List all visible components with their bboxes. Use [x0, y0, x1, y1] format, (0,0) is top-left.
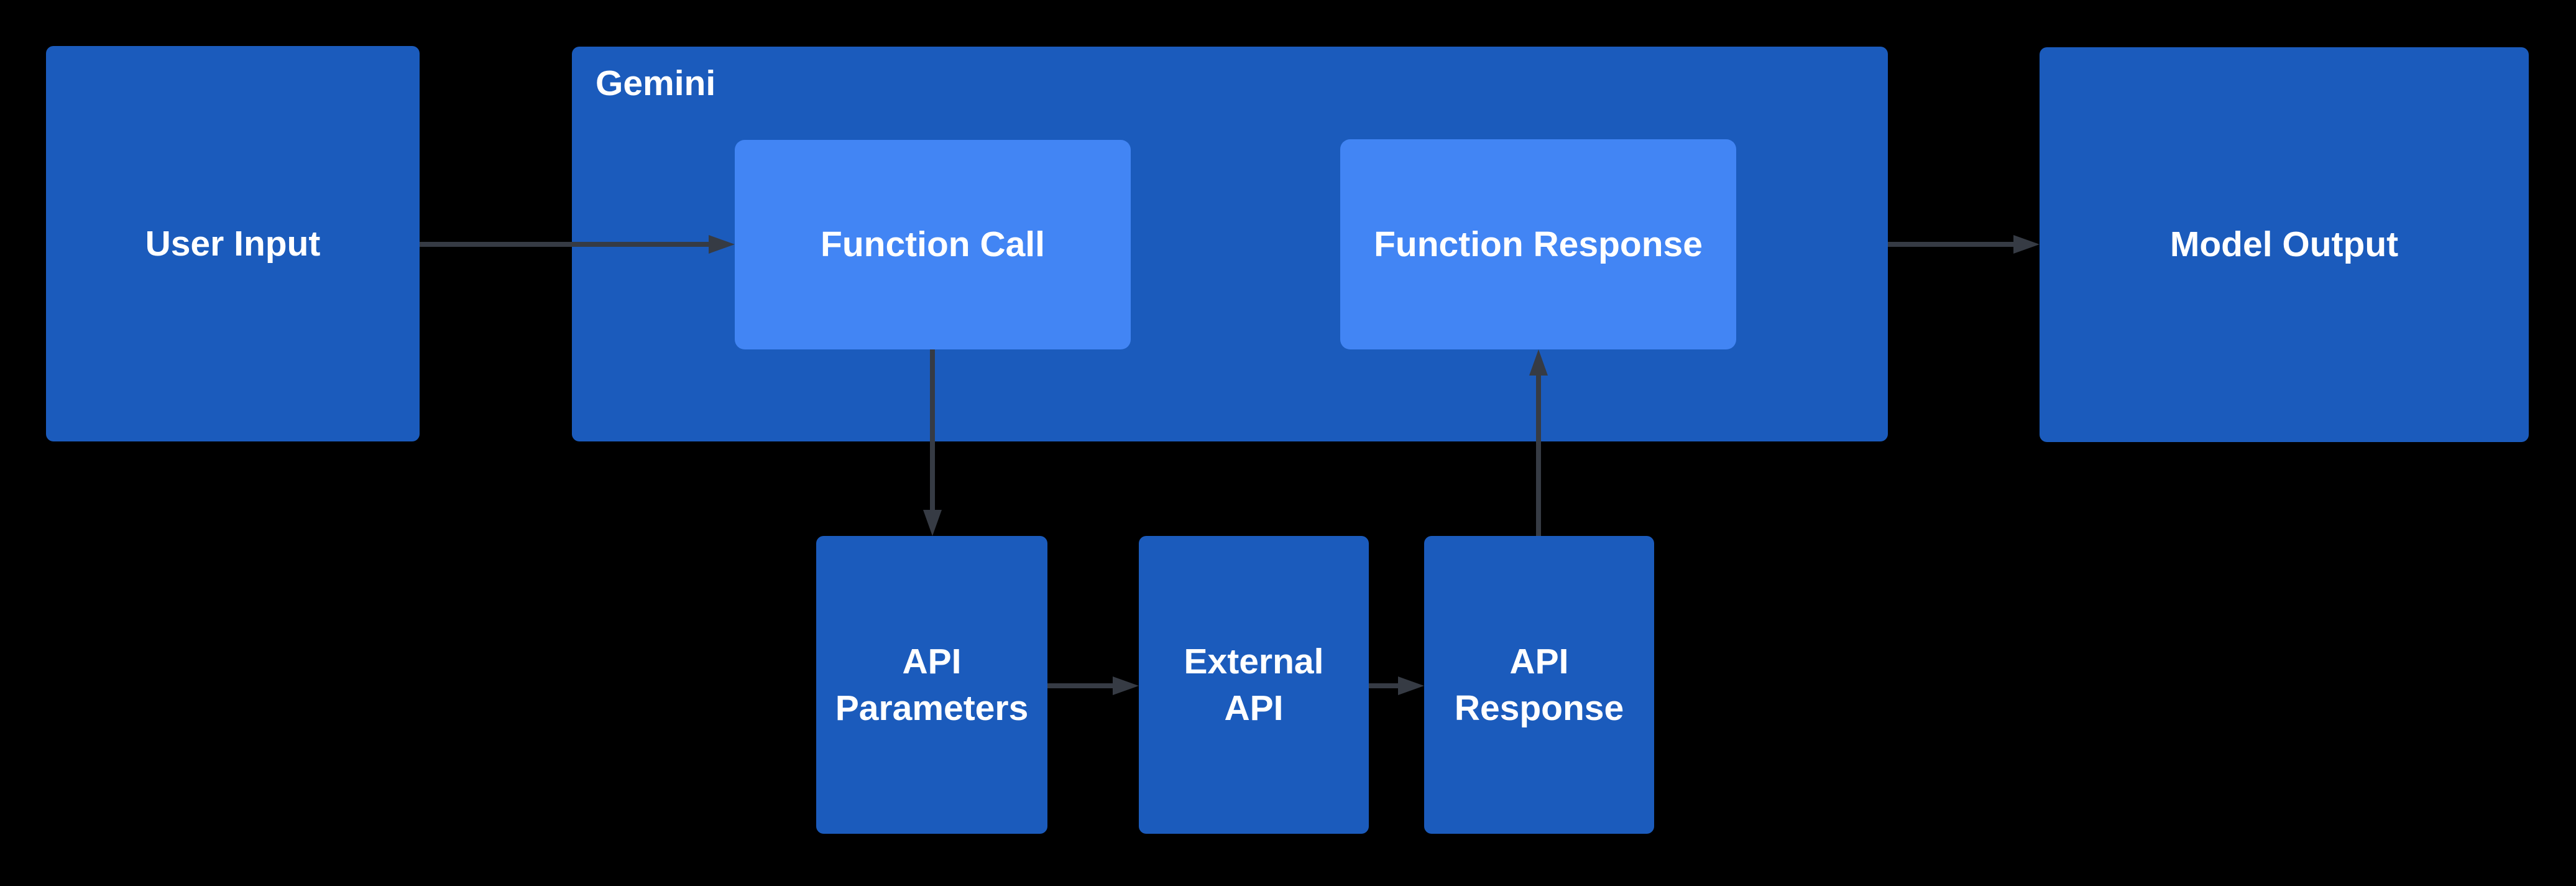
arrowhead-right-icon	[2013, 235, 2040, 254]
arrow-shaft	[420, 242, 710, 247]
arrowhead-up-icon	[1529, 349, 1548, 376]
node-model-output: Model Output	[2040, 47, 2529, 442]
node-function-call-label: Function Call	[821, 224, 1045, 265]
node-gemini-container: Gemini Function Call Function Response	[572, 47, 1888, 441]
node-external-api-label: External API	[1184, 642, 1324, 728]
arrowhead-right-icon	[709, 235, 735, 254]
node-external-api: External API	[1139, 536, 1369, 834]
arrow-shaft	[1536, 374, 1541, 536]
node-api-parameters-label: API Parameters	[835, 642, 1029, 728]
node-api-parameters: API Parameters	[816, 536, 1047, 834]
arrowhead-right-icon	[1398, 676, 1424, 695]
arrowhead-right-icon	[1113, 676, 1139, 695]
node-gemini-label: Gemini	[596, 63, 716, 103]
node-api-response: API Response	[1424, 536, 1654, 834]
node-user-input-label: User Input	[145, 223, 321, 264]
node-function-response-label: Function Response	[1374, 224, 1703, 264]
arrow-shaft	[1369, 683, 1399, 688]
arrow-shaft	[1047, 683, 1114, 688]
arrowhead-down-icon	[923, 510, 942, 536]
arrow-shaft	[930, 349, 935, 511]
node-api-response-label: API Response	[1454, 642, 1624, 728]
node-model-output-label: Model Output	[2169, 224, 2399, 265]
node-function-call: Function Call	[735, 140, 1131, 349]
arrow-shaft	[1888, 242, 2015, 247]
node-user-input: User Input	[46, 46, 420, 441]
node-function-response: Function Response	[1340, 139, 1736, 349]
